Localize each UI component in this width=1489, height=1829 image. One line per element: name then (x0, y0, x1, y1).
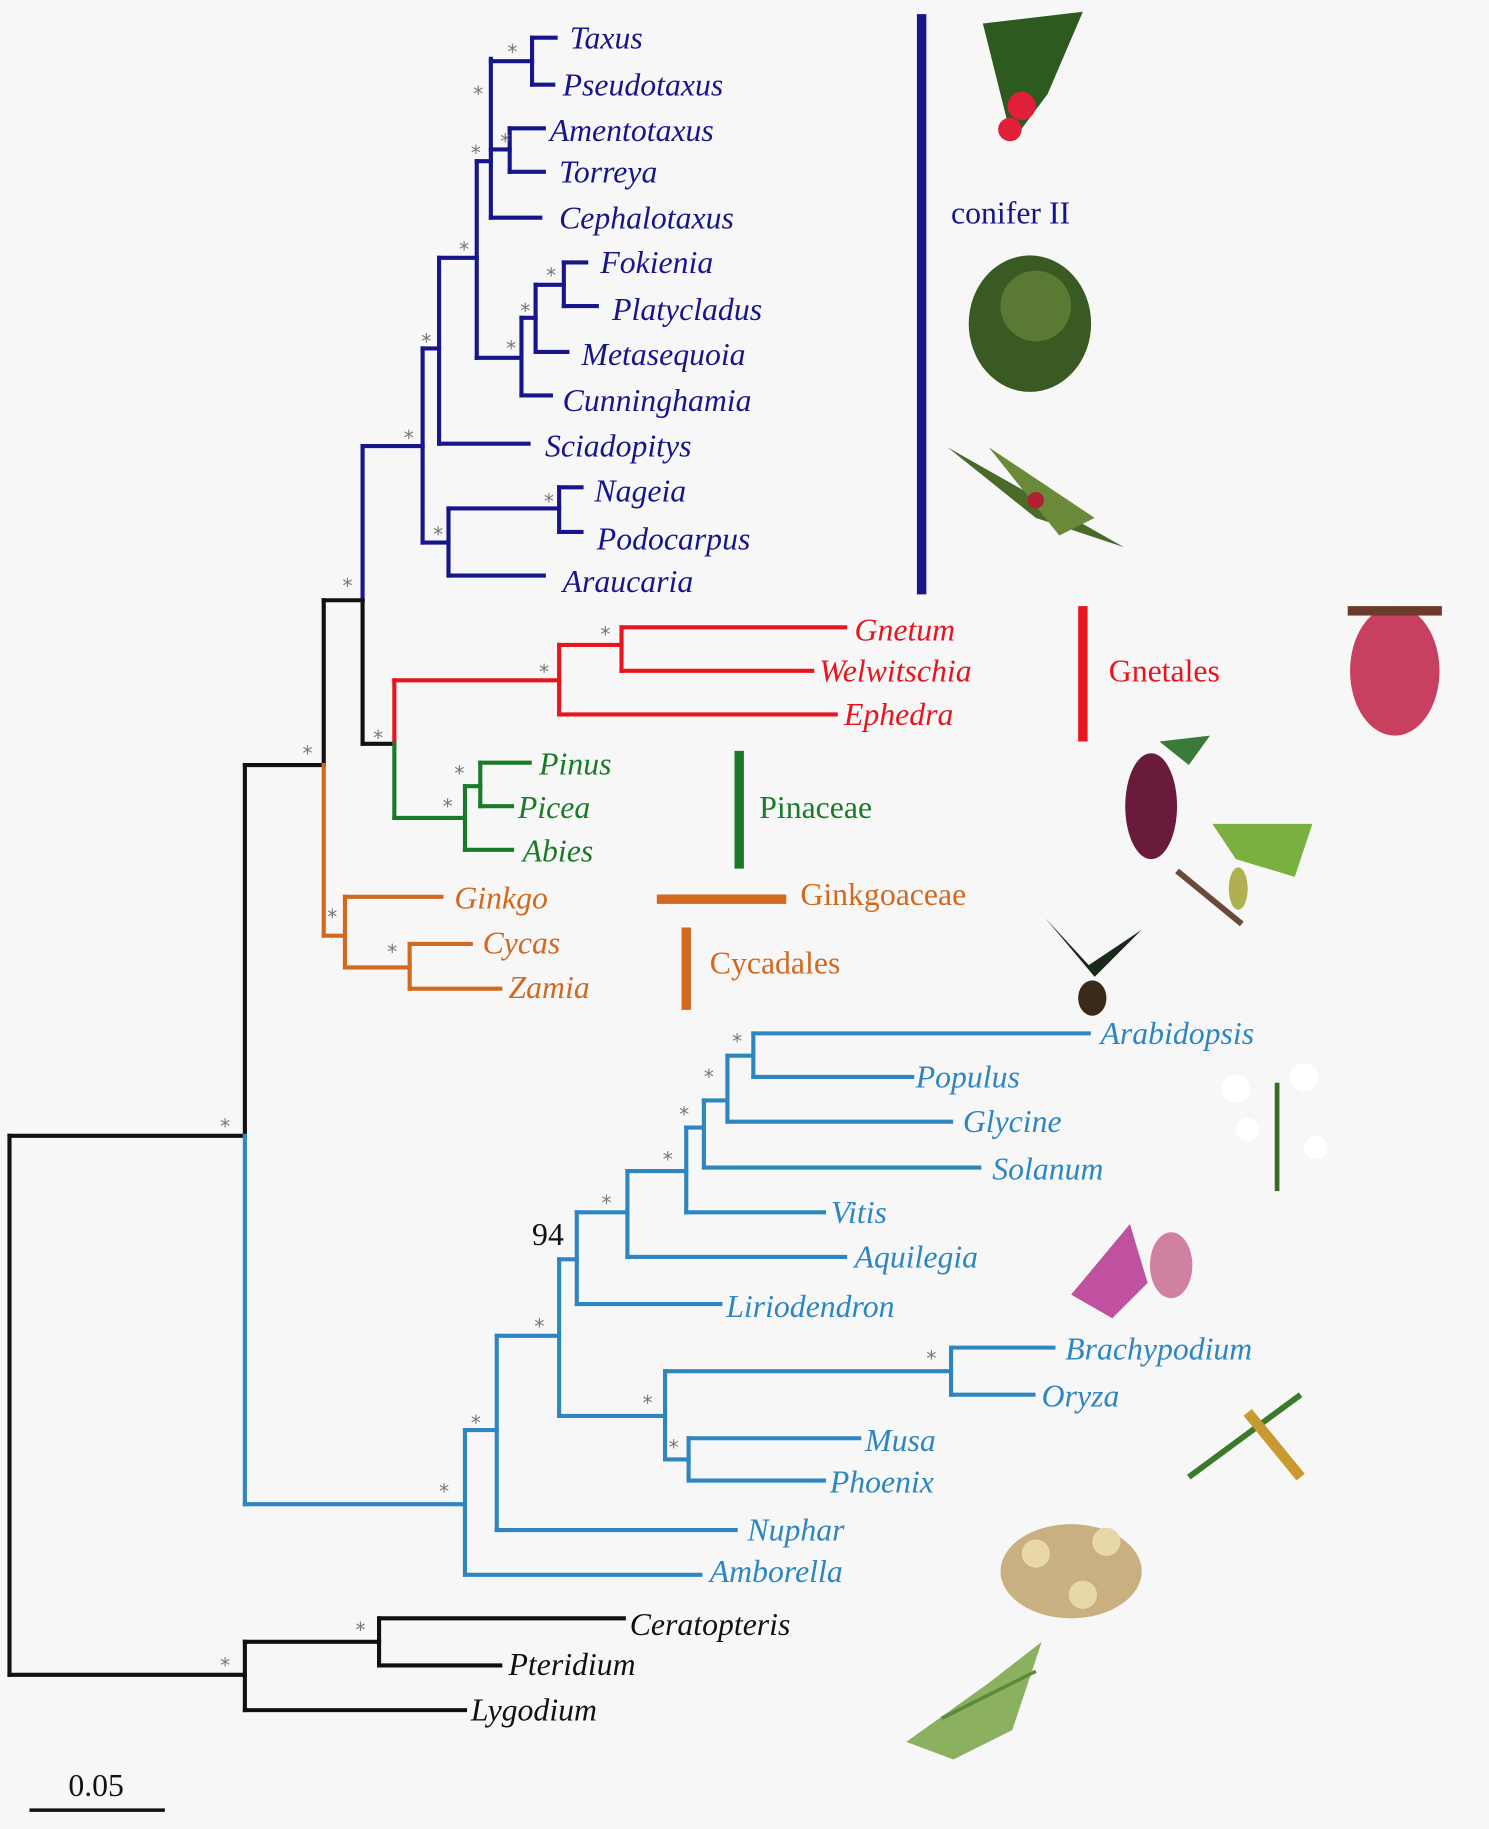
taxon-label-picea: Picea (517, 790, 590, 825)
rice-photo (1187, 1392, 1305, 1481)
support-star: * (387, 940, 397, 964)
podocarpus-photo (947, 447, 1125, 548)
taxus-photo (982, 11, 1083, 142)
taxon-label-torreya: Torreya (559, 154, 657, 189)
cupressaceae-photo (968, 255, 1092, 392)
taxon-label-pteridium: Pteridium (508, 1647, 636, 1682)
clade-label-ginkgoaceae: Ginkgoaceae (800, 877, 966, 912)
scale-bar: 0.05 (29, 1768, 165, 1812)
taxon-label-musa: Musa (864, 1423, 936, 1458)
taxon-label-ephedra: Ephedra (843, 697, 953, 732)
fern-photo (906, 1641, 1042, 1760)
support-star: * (546, 263, 556, 287)
taxon-label-arabidopsis: Arabidopsis (1099, 1016, 1255, 1051)
scale-bar-label: 0.05 (68, 1768, 124, 1803)
gnetum-photo (1347, 606, 1442, 736)
taxon-label-ceratopteris: Ceratopteris (630, 1607, 791, 1642)
support-star: * (343, 574, 353, 598)
taxon-label-abies: Abies (521, 834, 594, 869)
plant-photos (906, 11, 1442, 1760)
support-star: * (679, 1103, 689, 1127)
taxon-label-phoenix: Phoenix (829, 1464, 934, 1499)
support-star: * (327, 905, 337, 929)
support-star: * (506, 336, 516, 360)
support-value-94: 94 (532, 1217, 564, 1252)
taxon-label-brachypodium: Brachypodium (1065, 1331, 1252, 1366)
support-star: * (704, 1065, 714, 1089)
support-star: * (220, 1653, 230, 1677)
taxon-label-metasequoia: Metasequoia (580, 337, 745, 372)
amborella-photo (1000, 1524, 1142, 1619)
support-star: * (539, 660, 549, 684)
taxon-label-aquilegia: Aquilegia (853, 1240, 979, 1275)
taxon-label-solanum: Solanum (992, 1151, 1103, 1186)
taxon-label-cephalotaxus: Cephalotaxus (559, 200, 734, 235)
support-star: * (669, 1436, 679, 1460)
support-star: * (663, 1147, 673, 1171)
support-star: * (600, 622, 610, 646)
taxon-label-oryza: Oryza (1042, 1378, 1120, 1413)
cycas-photo (1045, 918, 1142, 1016)
support-star: * (471, 141, 481, 165)
taxon-label-welwitschia: Welwitschia (819, 653, 971, 688)
support-star: * (643, 1391, 653, 1415)
ginkgo-photo (1175, 823, 1313, 927)
support-star: * (356, 1618, 366, 1642)
taxon-label-glycine: Glycine (963, 1104, 1062, 1139)
pine-cone-photo (1125, 735, 1210, 860)
support-star: * (421, 329, 431, 353)
taxon-label-lygodium: Lygodium (470, 1693, 597, 1728)
taxon-label-nageia: Nageia (593, 473, 686, 508)
support-star: * (454, 761, 464, 785)
clade-label-pinaceae: Pinaceae (759, 790, 872, 825)
support-star: * (500, 129, 510, 153)
taxon-labels: TaxusPseudotaxusAmentotaxusTorreyaCephal… (454, 20, 1254, 1727)
support-star: * (520, 299, 530, 323)
arabidopsis-photo (1221, 1062, 1328, 1192)
taxon-label-fokienia: Fokienia (599, 245, 713, 280)
taxon-label-amentotaxus: Amentotaxus (548, 113, 714, 148)
support-star: * (303, 741, 313, 765)
clade-bars: conifer II GnetalesPinaceaeGinkgoaceaeCyc… (656, 14, 1220, 1010)
taxon-label-cycas: Cycas (483, 925, 561, 960)
support-star: * (601, 1191, 611, 1215)
taxon-label-amborella: Amborella (708, 1554, 843, 1589)
support-star: * (220, 1114, 230, 1138)
taxon-label-vitis: Vitis (831, 1195, 887, 1230)
taxon-label-liriodendron: Liriodendron (725, 1289, 894, 1324)
taxon-label-podocarpus: Podocarpus (596, 522, 751, 557)
support-star: * (926, 1346, 936, 1370)
taxon-label-platycladus: Platycladus (611, 292, 762, 327)
support-star: * (471, 1411, 481, 1435)
support-star: * (507, 40, 517, 64)
aquilegia-photo (1071, 1224, 1193, 1319)
taxon-label-pinus: Pinus (538, 746, 611, 781)
support-star: * (459, 238, 469, 262)
taxon-label-sciadopitys: Sciadopitys (545, 429, 691, 464)
support-markers: *********************************** (220, 40, 936, 1678)
support-star: * (443, 794, 453, 818)
taxon-label-ginkgo: Ginkgo (454, 881, 548, 916)
clade-label-cycadales: Cycadales (710, 945, 841, 980)
clade-label-gnetales: Gnetales (1109, 653, 1220, 688)
support-star: * (534, 1314, 544, 1338)
taxon-label-pseudotaxus: Pseudotaxus (562, 67, 724, 102)
taxon-label-zamia: Zamia (509, 970, 590, 1005)
taxon-label-nuphar: Nuphar (746, 1513, 845, 1548)
support-star: * (544, 489, 554, 513)
clade-label-conifer-ii: conifer II (951, 196, 1070, 231)
support-star: * (473, 82, 483, 106)
support-star: * (732, 1030, 742, 1054)
support-star: * (373, 726, 383, 750)
taxon-label-taxus: Taxus (570, 20, 643, 55)
support-star: * (404, 426, 414, 450)
support-star: * (439, 1479, 449, 1503)
support-star: * (433, 522, 443, 546)
branches (7, 35, 1091, 1713)
taxon-label-gnetum: Gnetum (855, 612, 956, 647)
taxon-label-populus: Populus (915, 1060, 1020, 1095)
taxon-label-cunninghamia: Cunninghamia (563, 383, 752, 418)
taxon-label-araucaria: Araucaria (561, 564, 694, 599)
